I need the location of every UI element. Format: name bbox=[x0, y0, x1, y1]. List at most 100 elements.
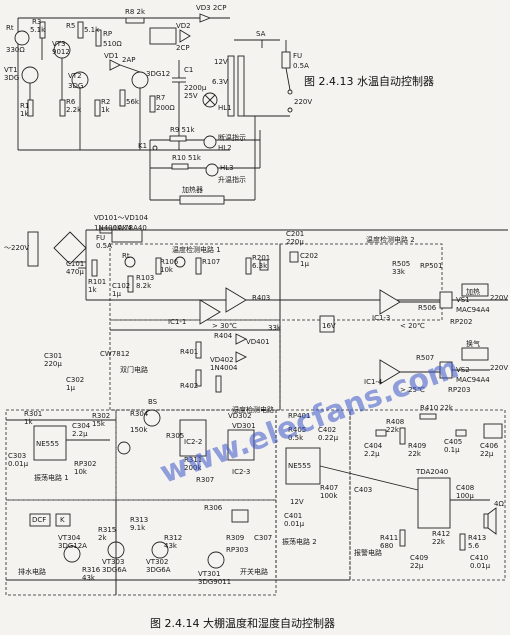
opamp-ic1-4 bbox=[379, 359, 401, 385]
fuse-fu bbox=[281, 51, 291, 69]
label-c102: C102 bbox=[112, 282, 130, 290]
heater-element bbox=[179, 195, 225, 205]
label-fuv: 0.5A bbox=[293, 62, 309, 70]
label-vd2t: 2CP bbox=[176, 44, 190, 52]
label-bs: BS bbox=[148, 398, 158, 406]
resistor-r56k bbox=[119, 89, 126, 107]
label-ne555-a: NE555 bbox=[36, 440, 59, 448]
label-rp: RP bbox=[103, 30, 112, 38]
resistor-r106 bbox=[155, 257, 162, 275]
label-dcf: DCF bbox=[32, 516, 46, 524]
resistor-r6 bbox=[59, 99, 66, 117]
label-33k: 33k bbox=[268, 324, 282, 332]
section-drain: 排水电路 bbox=[18, 567, 46, 576]
label-c404v: 2.2μ bbox=[364, 450, 380, 458]
section-alarm: 报警电路 bbox=[354, 548, 382, 557]
label-c402: C402 bbox=[318, 426, 336, 434]
label-c410v: 0.01μ bbox=[470, 562, 491, 570]
label-r412: R412 bbox=[432, 530, 450, 538]
diode-vd402 bbox=[235, 351, 248, 363]
load-vent bbox=[461, 347, 489, 361]
resistor-r413 bbox=[459, 533, 466, 551]
label-r103: R103 bbox=[136, 274, 154, 282]
label-rp202: RP202 bbox=[450, 318, 472, 326]
label-c101: C101 bbox=[66, 260, 84, 268]
ic-ne555-a bbox=[33, 425, 67, 461]
label-heat: 加热 bbox=[466, 287, 480, 296]
transistor-vt302 bbox=[151, 541, 169, 559]
resistor-r402 bbox=[195, 369, 202, 387]
label-c410: C410 bbox=[470, 554, 488, 562]
label-c303: C303 bbox=[8, 452, 26, 460]
label-r313: R313 bbox=[130, 516, 148, 524]
label-cw7812: CW7812 bbox=[100, 350, 130, 358]
label-c403: C403 bbox=[354, 486, 372, 494]
label-r6v: 2.2k bbox=[66, 106, 82, 114]
label-220v-in: ～220V bbox=[4, 244, 29, 252]
label-r412v: 22k bbox=[432, 538, 446, 546]
label-c402v: 0.22μ bbox=[318, 434, 339, 442]
section-humid: 湿度检测电路 bbox=[232, 405, 274, 414]
transistor-vt304 bbox=[63, 545, 81, 563]
label-lt20: < 20℃ bbox=[400, 322, 425, 330]
resistor-r411 bbox=[399, 529, 406, 547]
label-vt302: VT302 bbox=[146, 558, 168, 566]
label-tda2040: TDA2040 bbox=[415, 468, 448, 476]
label-c301v: 220μ bbox=[44, 360, 62, 368]
label-rp302: RP302 bbox=[74, 460, 96, 468]
label-r302: R302 bbox=[92, 412, 110, 420]
label-c408v: 100μ bbox=[456, 492, 474, 500]
label-r311v: 200k bbox=[184, 464, 202, 472]
label-c101v: 470μ bbox=[66, 268, 84, 276]
valve-dcf bbox=[29, 513, 51, 527]
label-ic2-2: IC2-2 bbox=[184, 438, 202, 446]
label-speaker: 4Ω bbox=[494, 500, 504, 508]
label-c302v: 1μ bbox=[66, 384, 75, 392]
capacitor-c404 bbox=[375, 429, 387, 437]
label-c409v: 22μ bbox=[410, 562, 424, 570]
label-r6: R6 bbox=[66, 98, 76, 106]
capacitor-c406 bbox=[483, 423, 503, 439]
label-lw78a40: LW78A40 bbox=[114, 224, 147, 232]
label-r7v: 200Ω bbox=[156, 104, 175, 112]
label-16v: 16V bbox=[322, 322, 336, 330]
resistor-r8 bbox=[125, 17, 145, 24]
thermistor-rt2 bbox=[174, 256, 186, 268]
section-osc1: 振荡电路 1 bbox=[34, 473, 69, 482]
resistor-rp bbox=[95, 29, 102, 47]
section-temp2: 温度检测电路 2 bbox=[366, 235, 415, 244]
capacitor-c405 bbox=[455, 429, 467, 437]
label-r407: R407 bbox=[320, 484, 338, 492]
transformer-secondary bbox=[237, 55, 245, 117]
caption-fig-2-4-14: 图 2.4.14 大棚温度和湿度自动控制器 bbox=[150, 616, 335, 630]
label-r505v: 33k bbox=[392, 268, 406, 276]
label-r410: R410 bbox=[420, 404, 438, 412]
label-c202: C202 bbox=[300, 252, 318, 260]
label-gt25: > 25℃ bbox=[400, 386, 425, 394]
box-switch bbox=[115, 499, 277, 596]
label-vent: 换气 bbox=[466, 339, 480, 348]
ic-ic2-3 bbox=[227, 429, 255, 461]
label-rpv: 510Ω bbox=[103, 40, 122, 48]
section-double: 双门电路 bbox=[120, 365, 148, 374]
label-vt3: VT3 bbox=[52, 40, 66, 48]
supply-12v bbox=[231, 509, 249, 523]
label-k: K bbox=[60, 516, 65, 524]
label-r5: R5 bbox=[66, 22, 75, 30]
label-r407v: 100k bbox=[320, 492, 338, 500]
label-c405v: 0.1μ bbox=[444, 446, 460, 454]
label-hl3-text: 升温指示 bbox=[218, 175, 246, 184]
label-c201: C201 bbox=[286, 230, 304, 238]
power-transformer bbox=[27, 231, 39, 267]
label-vd2: VD2 bbox=[176, 22, 191, 30]
label-c202v: 1μ bbox=[300, 260, 309, 268]
label-vt301t: 3DG9011 bbox=[198, 578, 231, 586]
photosensor bbox=[117, 441, 131, 455]
resistor-r3 bbox=[39, 21, 46, 39]
label-6v3: 6.3V bbox=[212, 78, 228, 86]
label-vt1: VT1 bbox=[4, 66, 18, 74]
label-r409: R409 bbox=[408, 442, 426, 450]
ic-ne555-b bbox=[285, 447, 321, 485]
resistor-r5 bbox=[77, 21, 84, 39]
